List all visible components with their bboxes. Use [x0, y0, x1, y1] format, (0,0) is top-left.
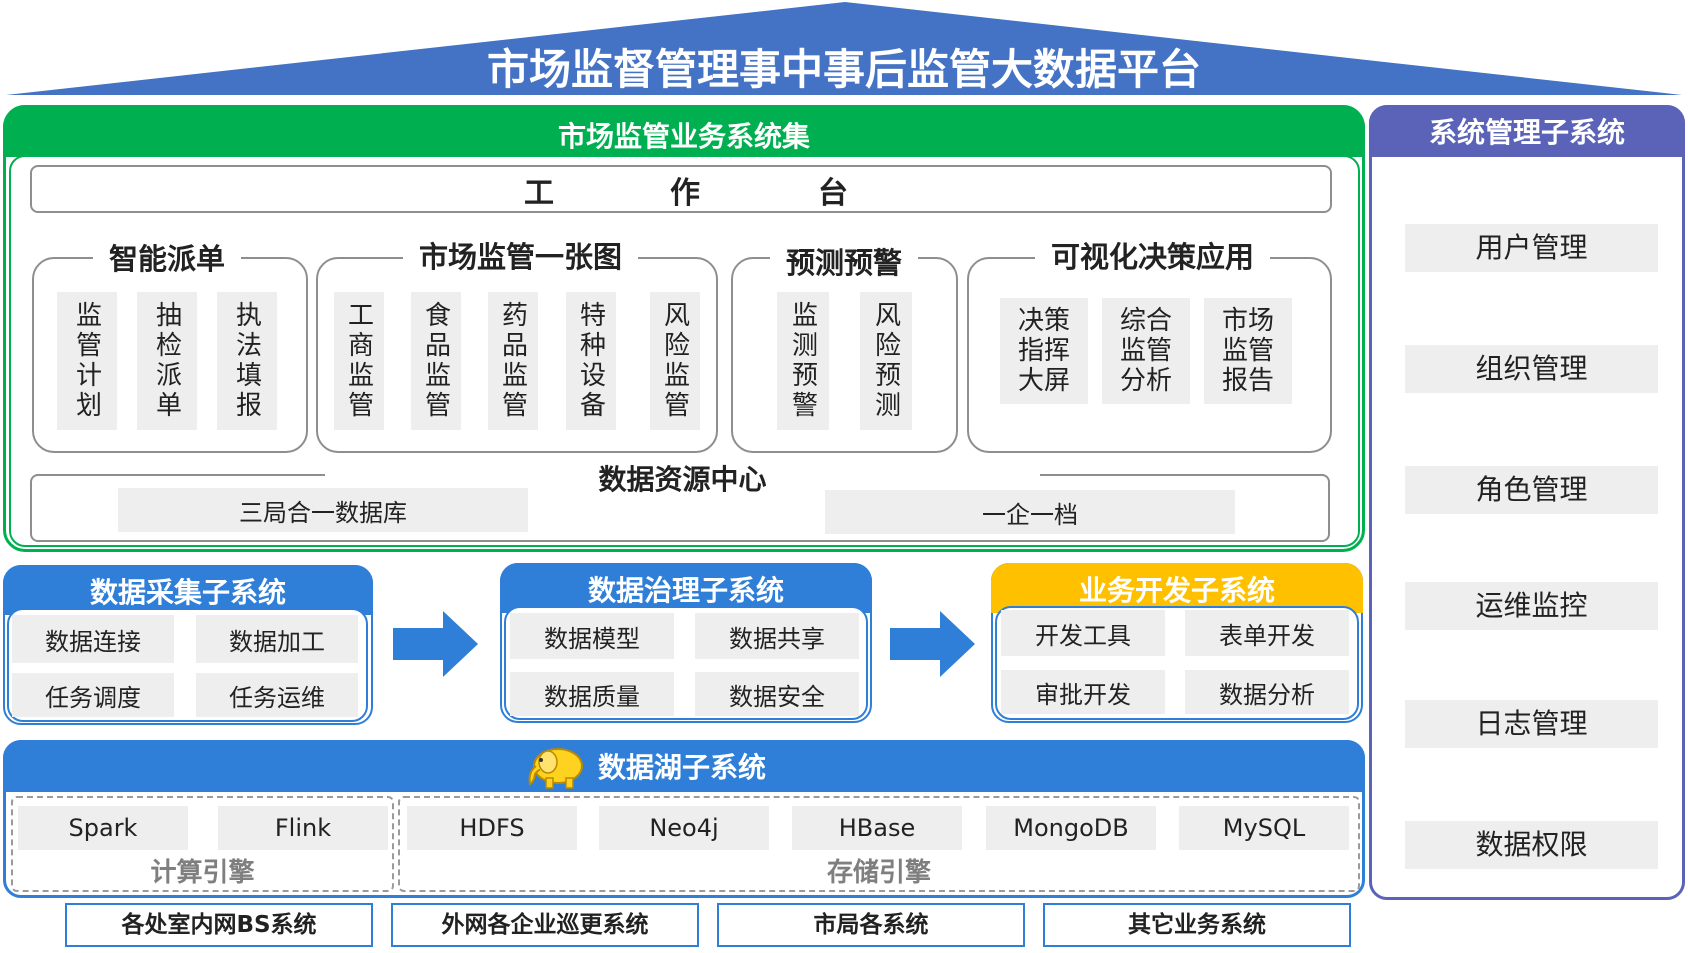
governance-subsystem-title: 数据治理子系统	[500, 563, 872, 613]
module-cell[interactable]: 工商监管	[334, 292, 384, 430]
engine-cell[interactable]: Neo4j	[599, 806, 769, 850]
engine-cell[interactable]: Flink	[218, 806, 388, 850]
group-title: 市场监管一张图	[403, 234, 639, 276]
platform-roof	[6, 2, 1682, 95]
workbench-char: 工	[524, 176, 554, 211]
module-cell[interactable]: 审批开发	[1001, 670, 1165, 714]
module-cell[interactable]: 数据分析	[1185, 670, 1349, 714]
flow-arrow-icon	[393, 611, 478, 677]
workbench-char: 台	[818, 176, 848, 211]
external-system[interactable]: 各处室内网BS系统	[65, 903, 373, 947]
module-cell[interactable]: 风险预测	[860, 292, 912, 430]
module-cell[interactable]: 开发工具	[1001, 610, 1165, 656]
compute-engine-label: 计算引擎	[150, 858, 255, 888]
group-title: 预测预警	[770, 240, 919, 282]
group-title: 可视化决策应用	[1035, 234, 1271, 276]
system-item-user[interactable]: 用户管理	[1405, 224, 1658, 272]
module-cell[interactable]: 数据加工	[196, 615, 358, 663]
module-cell[interactable]: 风险监管	[650, 292, 700, 430]
engine-cell[interactable]: HDFS	[407, 806, 577, 850]
engine-cell[interactable]: MongoDB	[986, 806, 1156, 850]
system-management-title: 系统管理子系统	[1369, 105, 1685, 157]
system-item-role[interactable]: 角色管理	[1405, 466, 1658, 514]
data-lake-header	[3, 740, 1365, 792]
group-forecast-warning	[731, 257, 958, 453]
module-cell[interactable]: 药品监管	[488, 292, 538, 430]
module-cell[interactable]: 表单开发	[1185, 610, 1349, 656]
data-lake-title: 数据湖子系统	[598, 751, 767, 784]
module-cell[interactable]: 食品监管	[411, 292, 461, 430]
module-cell[interactable]: 市场 监管 报告	[1204, 298, 1292, 404]
platform-title: 市场监督管理事中事后监管大数据平台	[486, 45, 1201, 94]
engine-cell[interactable]: Spark	[18, 806, 188, 850]
module-cell[interactable]: 抽检派单	[137, 292, 197, 430]
engine-cell[interactable]: MySQL	[1179, 806, 1349, 850]
module-cell[interactable]: 监测预警	[777, 292, 829, 430]
system-item-log[interactable]: 日志管理	[1405, 700, 1658, 748]
module-cell[interactable]: 数据质量	[510, 672, 674, 716]
business-system-set-title: 市场监管业务系统集	[3, 105, 1365, 157]
engine-cell[interactable]: HBase	[792, 806, 962, 850]
group-title: 智能派单	[93, 236, 242, 278]
collection-subsystem-title: 数据采集子系统	[3, 565, 373, 615]
module-cell[interactable]: 数据连接	[12, 615, 174, 663]
module-cell[interactable]: 决策 指挥 大屏	[1000, 298, 1088, 404]
workbench-bar[interactable]	[30, 165, 1332, 213]
database-cell[interactable]: 三局合一数据库	[118, 488, 528, 532]
workbench-char: 作	[670, 176, 700, 211]
development-subsystem-title: 业务开发子系统	[991, 563, 1363, 613]
hadoop-elephant-icon	[528, 748, 583, 789]
module-cell[interactable]: 特种设备	[566, 292, 616, 430]
module-cell[interactable]: 数据安全	[695, 672, 859, 716]
module-cell[interactable]: 执法填报	[217, 292, 277, 430]
module-cell[interactable]: 任务调度	[12, 673, 174, 717]
external-system[interactable]: 其它业务系统	[1043, 903, 1351, 947]
module-cell[interactable]: 数据共享	[695, 613, 859, 659]
module-cell[interactable]: 监管计划	[57, 292, 117, 430]
module-cell[interactable]: 综合 监管 分析	[1102, 298, 1190, 404]
flow-arrow-icon	[890, 611, 975, 677]
external-system[interactable]: 外网各企业巡更系统	[391, 903, 699, 947]
external-system[interactable]: 市局各系统	[717, 903, 1025, 947]
module-cell[interactable]: 任务运维	[196, 673, 358, 717]
system-item-organization[interactable]: 组织管理	[1405, 345, 1658, 393]
system-item-permission[interactable]: 数据权限	[1405, 821, 1658, 869]
module-cell[interactable]: 数据模型	[510, 613, 674, 659]
system-item-monitoring[interactable]: 运维监控	[1405, 582, 1658, 630]
storage-engine-label: 存储引擎	[826, 858, 931, 888]
enterprise-archive-cell[interactable]: 一企一档	[825, 490, 1235, 534]
